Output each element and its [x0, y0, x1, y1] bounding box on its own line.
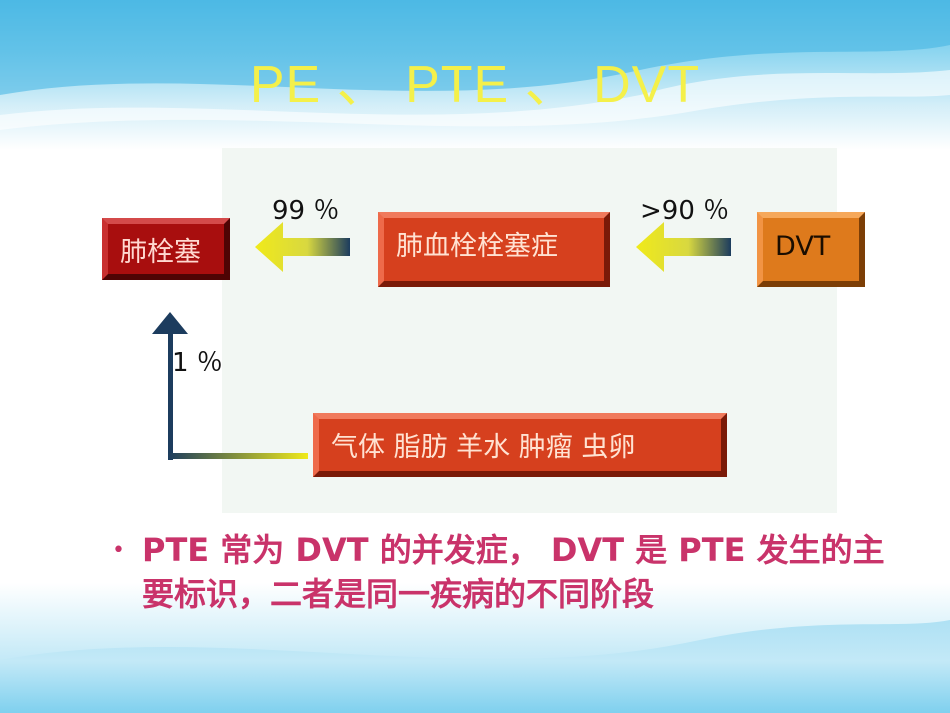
node-dvt: DVT	[757, 212, 865, 287]
bullet-icon: •	[112, 538, 125, 563]
node-pte: 肺血栓栓塞症	[378, 212, 610, 287]
node-dvt-label: DVT	[775, 231, 831, 262]
node-pe-label: 肺栓塞	[120, 237, 201, 268]
arrow-dvt-to-pte	[636, 222, 731, 272]
background-bottom	[0, 583, 950, 713]
label-dvt-to-pte: >90 ％	[640, 196, 730, 226]
slide-title: PE 、 PTE 、 DVT	[249, 56, 701, 114]
label-other-to-pe: 1 ％	[172, 348, 223, 378]
node-pte-label: 肺血栓栓塞症	[396, 231, 558, 262]
node-other-label: 气体 脂肪 羊水 肿瘤 虫卵	[331, 432, 636, 463]
node-other-emboli: 气体 脂肪 羊水 肿瘤 虫卵	[313, 413, 727, 477]
label-pte-to-pe: 99 ％	[272, 196, 340, 226]
arrow-pte-to-pe	[255, 222, 350, 272]
bullet-text: PTE 常为 DVT 的并发症， DVT 是 PTE 发生的主要标识，二者是同一…	[142, 531, 885, 613]
arrow-other-to-pe	[152, 312, 308, 460]
node-pe: 肺栓塞	[102, 218, 230, 280]
